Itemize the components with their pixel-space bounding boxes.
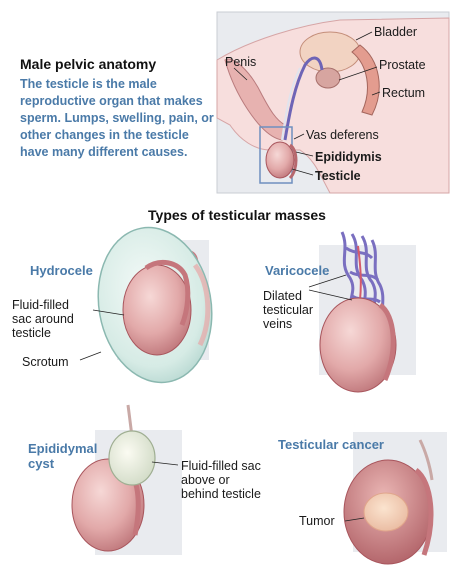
label-testicle: Testicle: [315, 169, 361, 183]
tumor-label: Tumor: [299, 514, 335, 528]
cyst-sac-shape: [108, 430, 156, 486]
anatomy-panel: [216, 11, 450, 194]
tumor-shape: [363, 492, 409, 532]
hydrocele-title: Hydrocele: [30, 263, 93, 278]
label-bladder: Bladder: [374, 25, 418, 39]
epididymal-cyst-figure: [71, 404, 182, 555]
label-prostate: Prostate: [379, 58, 426, 72]
cyst-sac-label: Fluid-filled sac above or behind testicl…: [181, 459, 261, 501]
vas-deferens-shape: [283, 56, 324, 141]
testicular-cancer-figure: [343, 432, 447, 565]
label-vas-deferens: Vas deferens: [306, 128, 379, 142]
masses-heading: Types of testicular masses: [148, 207, 326, 223]
hydrocele-figure: [79, 226, 213, 384]
epididymal-cyst-title: Epididymal cyst: [28, 441, 98, 471]
anatomy-title: Male pelvic anatomy: [20, 56, 157, 72]
label-epididymis: Epididymis: [315, 150, 382, 164]
varicocele-figure: [308, 231, 416, 393]
varicocele-title: Varicocele: [265, 263, 330, 278]
hydrocele-scrotum-label: Scrotum: [22, 355, 69, 369]
rectum-shape: [351, 44, 380, 116]
label-rectum: Rectum: [382, 86, 426, 100]
anatomy-description: The testicle is the male reproductive or…: [20, 77, 214, 159]
testicular-cancer-title: Testicular cancer: [278, 437, 384, 452]
label-penis: Penis: [225, 55, 257, 69]
bladder-shape: [299, 31, 361, 73]
prostate-shape: [315, 67, 341, 89]
testicle-shape: [265, 141, 295, 179]
varicocele-veins-label: Dilated testicular veins: [263, 289, 314, 331]
hydrocele-fluid-label: Fluid-filled sac around testicle: [12, 298, 74, 340]
